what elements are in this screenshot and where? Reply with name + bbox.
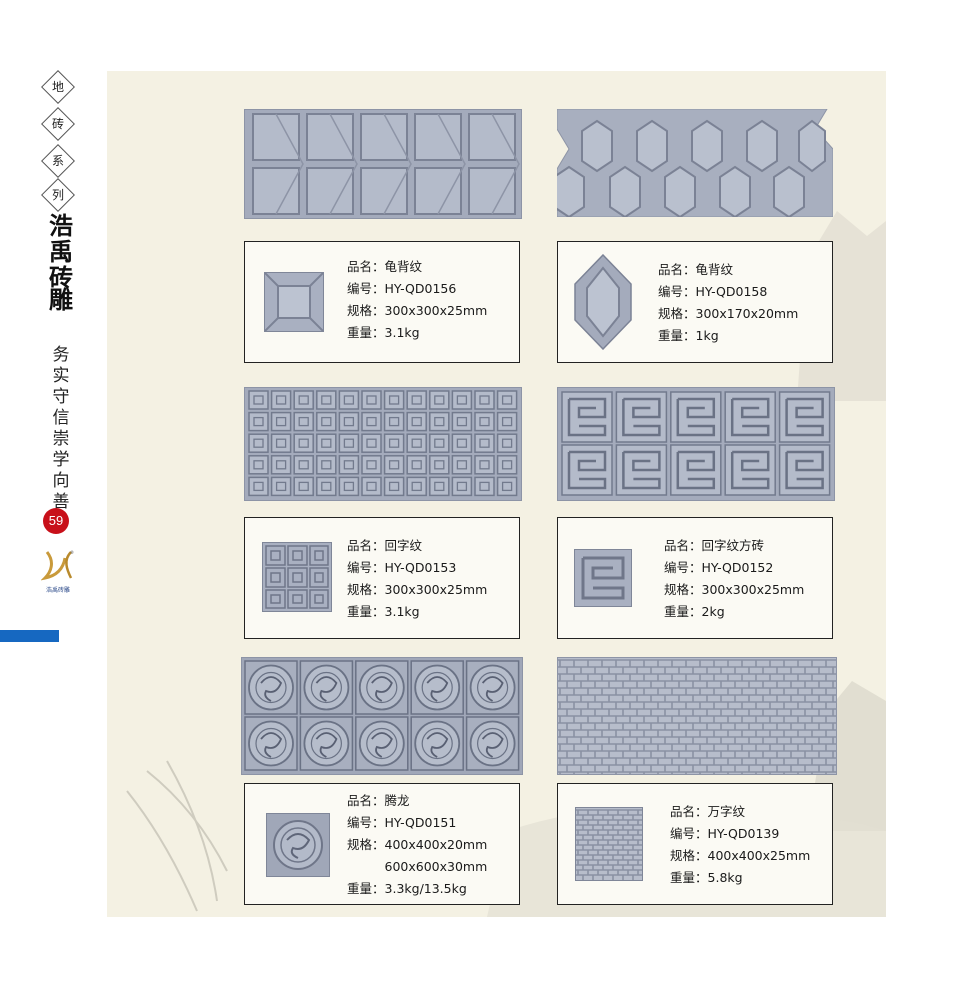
product-name: 腾龙	[384, 793, 410, 808]
product-weight: 2kg	[701, 604, 725, 619]
logo-text: 浩禹砖雕	[45, 587, 70, 594]
series-char-3: 系	[41, 144, 75, 178]
thumb-wan-pattern	[575, 807, 643, 881]
product-info: 品名：龟背纹 编号：HY-QD0156 规格：300x300x25mm 重量：3…	[347, 259, 488, 340]
brand-char-3: 砖	[49, 263, 73, 292]
thumb-hui-pattern	[262, 542, 332, 612]
product-weight: 3.1kg	[384, 325, 420, 340]
product-photo-wan-pattern	[557, 657, 837, 775]
series-char-4: 列	[41, 178, 75, 212]
thumb-turtle-back-hex	[574, 254, 632, 350]
product-card-qd0153: 品名：回字纹 编号：HY-QD0153 规格：300x300x25mm 重量：3…	[244, 517, 520, 639]
motto-char-3: 守	[52, 387, 70, 407]
motto-char-4: 信	[52, 408, 70, 428]
product-card-qd0139: 品名：万字纹 编号：HY-QD0139 规格：400x400x25mm 重量：5…	[557, 783, 833, 905]
motto-char-5: 崇	[52, 429, 70, 449]
product-spec: 400x400x20mm	[384, 837, 488, 852]
product-code: HY-QD0156	[384, 281, 457, 296]
page-number: 59	[43, 508, 69, 534]
product-code: HY-QD0152	[701, 560, 774, 575]
product-card-qd0156: 品名：龟背纹 编号：HY-QD0156 规格：300x300x25mm 重量：3…	[244, 241, 520, 363]
product-card-qd0152: 品名：回字纹方砖 编号：HY-QD0152 规格：300x300x25mm 重量…	[557, 517, 833, 639]
product-spec: 300x170x20mm	[695, 306, 799, 321]
motto-char-2: 实	[52, 366, 70, 386]
product-weight: 1kg	[695, 328, 719, 343]
thumb-turtle-back-square	[264, 272, 324, 332]
product-card-qd0158: 品名：龟背纹 编号：HY-QD0158 规格：300x170x20mm 重量：1…	[557, 241, 833, 363]
section-marker-bar	[0, 630, 59, 642]
sidebar: 地 砖 系 列 浩 禹 砖 雕 务 实 守 信 崇 学 向 善 59 ® 浩禹砖…	[0, 0, 100, 1008]
product-photo-soaring-dragon	[241, 657, 523, 775]
product-spec: 300x300x25mm	[701, 582, 805, 597]
brand-char-1: 浩	[49, 211, 73, 240]
thumb-soaring-dragon	[266, 813, 330, 877]
product-name: 回字纹方砖	[701, 538, 765, 553]
product-weight: 5.8kg	[707, 870, 743, 885]
product-spec: 400x400x25mm	[707, 848, 811, 863]
product-code: HY-QD0153	[384, 560, 457, 575]
product-spec-alt: 600x600x30mm	[384, 859, 488, 874]
motto-char-8: 善	[52, 492, 70, 512]
product-weight: 3.1kg	[384, 604, 420, 619]
thumb-hui-square-tile	[574, 549, 632, 607]
product-name: 龟背纹	[384, 259, 423, 274]
product-name: 万字纹	[707, 804, 746, 819]
motto-char-1: 务	[52, 345, 70, 365]
product-weight: 3.3kg/13.5kg	[384, 881, 467, 896]
product-code: HY-QD0158	[695, 284, 768, 299]
brand-char-2: 禹	[49, 237, 73, 266]
series-char-2: 砖	[41, 107, 75, 141]
svg-text:®: ®	[70, 550, 74, 555]
brand-char-4: 雕	[49, 285, 73, 314]
product-name: 回字纹	[384, 538, 423, 553]
product-photo-hui-square-tile	[557, 387, 835, 501]
series-char-1: 地	[41, 70, 75, 104]
product-code: HY-QD0151	[384, 815, 457, 830]
product-card-qd0151: 品名：腾龙 编号：HY-QD0151 规格：400x400x20mm 规格：60…	[244, 783, 520, 905]
motto-char-6: 学	[52, 450, 70, 470]
product-info: 品名：回字纹方砖 编号：HY-QD0152 规格：300x300x25mm 重量…	[664, 538, 805, 619]
product-info: 品名：龟背纹 编号：HY-QD0158 规格：300x170x20mm 重量：1…	[658, 262, 799, 343]
motto-char-7: 向	[52, 471, 70, 491]
product-code: HY-QD0139	[707, 826, 780, 841]
product-photo-turtle-back-square	[244, 109, 522, 219]
product-info: 品名：回字纹 编号：HY-QD0153 规格：300x300x25mm 重量：3…	[347, 538, 488, 619]
product-info: 品名：万字纹 编号：HY-QD0139 规格：400x400x25mm 重量：5…	[670, 804, 811, 885]
product-spec: 300x300x25mm	[384, 582, 488, 597]
product-spec: 300x300x25mm	[384, 303, 488, 318]
product-info: 品名：腾龙 编号：HY-QD0151 规格：400x400x20mm 规格：60…	[347, 793, 488, 896]
brand-logo-icon: ®	[41, 548, 75, 582]
product-photo-turtle-back-hex	[557, 109, 833, 217]
catalog-page: 品名：龟背纹 编号：HY-QD0156 规格：300x300x25mm 重量：3…	[107, 71, 886, 917]
product-photo-hui-pattern	[244, 387, 522, 501]
product-name: 龟背纹	[695, 262, 734, 277]
